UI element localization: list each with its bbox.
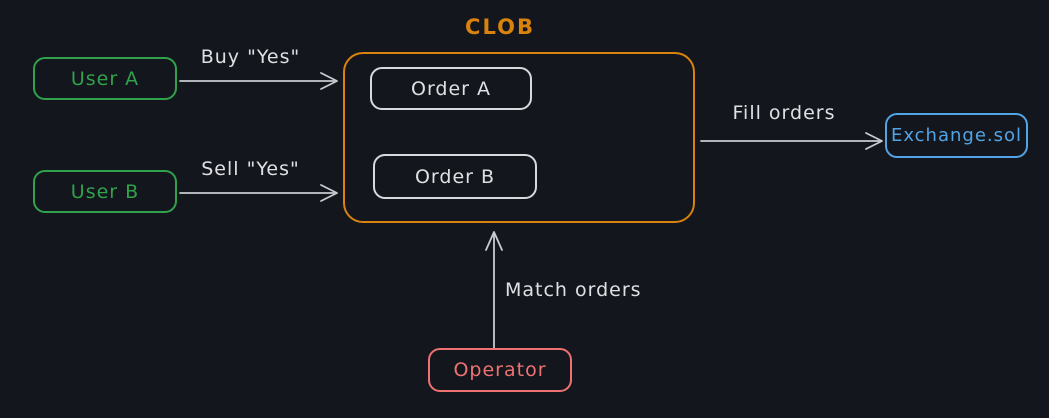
sell-arrow-label: Sell "Yes": [201, 158, 300, 180]
fill-arrow: [700, 132, 883, 150]
node-exchange-sol: Exchange.sol: [885, 113, 1028, 158]
node-order-a: Order A: [370, 67, 532, 110]
match-arrow: [485, 231, 503, 349]
clob-container-box: [343, 52, 695, 223]
sell-arrow: [179, 184, 338, 202]
node-user-a: User A: [33, 57, 177, 100]
node-operator-label: Operator: [453, 359, 547, 381]
clob-title: CLOB: [465, 15, 535, 39]
node-exchange-sol-label: Exchange.sol: [890, 125, 1023, 146]
node-order-b-label: Order B: [414, 165, 496, 188]
node-order-a-label: Order A: [410, 77, 492, 100]
match-arrow-label: Match orders: [505, 279, 642, 301]
buy-arrow: [179, 72, 338, 90]
fill-arrow-label: Fill orders: [732, 102, 836, 124]
node-user-a-label: User A: [70, 67, 140, 90]
node-user-b-label: User B: [70, 180, 140, 203]
node-operator: Operator: [428, 348, 572, 392]
node-user-b: User B: [33, 170, 177, 213]
buy-arrow-label: Buy "Yes": [200, 46, 301, 68]
node-order-b: Order B: [373, 154, 537, 199]
